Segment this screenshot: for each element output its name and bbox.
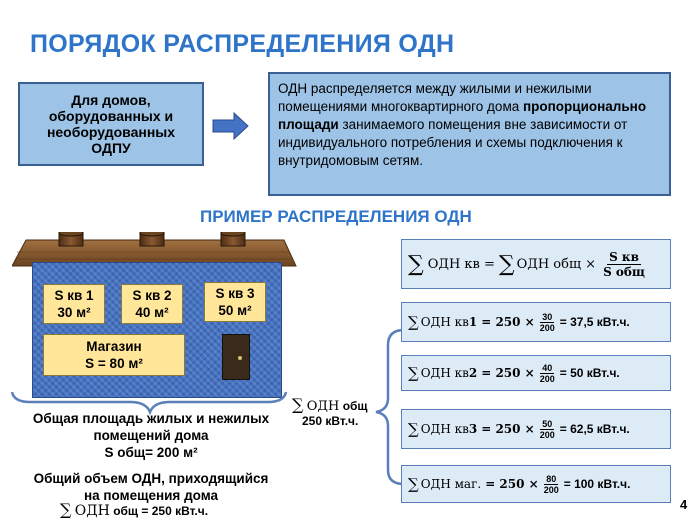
total-area-caption: Общая площадь жилых и нежилых помещений … — [20, 410, 282, 461]
calc-result: = 62,5 кВт.ч. — [559, 422, 630, 436]
calc-result: = 37,5 кВт.ч. — [559, 315, 630, 329]
calc-fraction: 30 200 — [538, 312, 557, 333]
odn-label: ОДН — [306, 399, 340, 414]
calc-eq: = 250 × — [481, 315, 535, 329]
calc-index: 1 — [468, 315, 478, 329]
total-volume-caption: Общий объем ОДН, приходящийся на помещен… — [20, 470, 282, 504]
page-title: ПОРЯДОК РАСПРЕДЕЛЕНИЯ ОДН — [30, 30, 455, 58]
odn-total-value: 250 кВт.ч. — [302, 414, 359, 428]
house-roof — [12, 232, 297, 267]
door-knob — [238, 356, 242, 360]
ODPU-condition-text: Для домов, оборудованных и необорудованн… — [46, 92, 176, 156]
fraction-numerator: 40 — [540, 362, 555, 374]
calc-shop: ∑ ОДН маг. = 250 × 80 200 = 100 кВт.ч. — [401, 465, 671, 503]
ODPU-condition-box: Для домов, оборудованных и необорудованн… — [18, 82, 204, 166]
odn-label: ОДН — [74, 503, 110, 519]
calc-fraction: 80 200 — [542, 474, 561, 495]
room-area: 40 м² — [135, 305, 169, 320]
sum-sign: ∑ — [408, 420, 419, 438]
fraction-numerator: S кв — [607, 249, 641, 265]
room-name: S кв 2 — [132, 288, 172, 303]
sum-sign: ∑ — [408, 313, 419, 331]
chimney-1 — [58, 232, 84, 247]
calc-result: = 50 кВт.ч. — [559, 366, 620, 380]
calc-fraction: 50 200 — [538, 419, 557, 440]
calc-eq: = 250 × — [481, 422, 535, 436]
room-name: S кв 1 — [54, 288, 94, 303]
distribution-rule-box: ОДН распределяется между жилыми и нежилы… — [268, 72, 671, 196]
room-area: 30 м² — [57, 305, 91, 320]
caption-line: Общая площадь жилых и нежилых — [32, 411, 270, 426]
area-fraction: S кв S общ — [601, 250, 647, 279]
calc-fraction: 40 200 — [538, 363, 557, 384]
sum-sign: ∑ — [292, 395, 304, 414]
caption-line: S общ= 200 м² — [104, 445, 198, 460]
caption-line: Общий объем ОДН, приходящийся — [33, 471, 269, 486]
sum-sign: ∑ — [408, 475, 419, 493]
calc-apartment-3: ∑ ОДН кв 3 = 250 × 50 200 = 62,5 кВт.ч. — [401, 409, 671, 449]
sum-sign: ∑ — [498, 251, 515, 277]
sum-sign: ∑ — [408, 364, 419, 382]
fraction-denominator: 200 — [539, 373, 555, 384]
example-subtitle: ПРИМЕР РАСПРЕДЕЛЕНИЯ ОДН — [200, 207, 472, 226]
caption-line: на помещения дома — [83, 488, 219, 503]
calc-label: ОДН кв — [420, 366, 469, 380]
fraction-denominator: 200 — [543, 484, 559, 495]
fraction-denominator: 200 — [539, 429, 555, 440]
fraction-numerator: 30 — [540, 311, 555, 323]
shop: Магазин S = 80 м² — [43, 334, 185, 376]
total-volume-value: ∑ ОДН общ = 250 кВт.ч. — [60, 500, 208, 519]
apartment-1: S кв 1 30 м² — [43, 284, 105, 324]
caption-line: помещений дома — [93, 428, 209, 443]
calc-result: = 100 кВт.ч. — [563, 477, 631, 491]
total-volume-text: общ = 250 кВт.ч. — [113, 504, 209, 518]
calc-label: ОДН кв — [420, 315, 469, 329]
door — [222, 334, 250, 380]
room-name: Магазин — [86, 339, 142, 354]
fraction-numerator: 50 — [540, 418, 555, 430]
rule-text-part2: занимаемого помещения вне зависимости от… — [278, 117, 628, 168]
odn-total-label: ∑ ОДН общ 250 кВт.ч. — [292, 397, 368, 429]
room-area: S = 80 м² — [85, 356, 143, 371]
calc-eq: = 250 × — [481, 366, 535, 380]
rule-text-part1: ОДН распределяется между жилыми и нежилы… — [278, 81, 592, 114]
formula-rhs: ОДН общ × — [516, 256, 597, 272]
fraction-denominator: S общ — [603, 264, 645, 279]
fraction-numerator: 80 — [544, 473, 559, 485]
calc-index: 3 — [468, 422, 478, 436]
general-formula: ∑ ОДН кв = ∑ ОДН общ × S кв S общ — [401, 239, 671, 289]
room-name: S кв 3 — [215, 286, 255, 301]
sum-sign: ∑ — [408, 251, 424, 277]
formula-lhs: ОДН кв = — [427, 256, 495, 272]
rule-text-bold: пропорционально площади — [278, 99, 647, 132]
sum-sign: ∑ — [60, 500, 72, 519]
calc-index: 2 — [468, 366, 478, 380]
fraction-denominator: 200 — [539, 322, 555, 333]
apartment-3: S кв 3 50 м² — [204, 282, 266, 322]
calc-apartment-1: ∑ ОДН кв 1 = 250 × 30 200 = 37,5 кВт.ч. — [401, 302, 671, 342]
calc-apartment-2: ∑ ОДН кв 2 = 250 × 40 200 = 50 кВт.ч. — [401, 355, 671, 391]
calc-label: ОДН кв — [420, 422, 469, 436]
calc-label: ОДН маг. — [420, 477, 482, 491]
room-area: 50 м² — [218, 303, 252, 318]
chimney-2 — [139, 232, 165, 247]
calc-eq: = 250 × — [485, 477, 539, 491]
odn-sub: общ — [342, 399, 368, 413]
right-arrow-icon — [212, 112, 249, 140]
chimney-3 — [220, 232, 246, 247]
page-number: 4 — [680, 497, 688, 512]
apartment-2: S кв 2 40 м² — [121, 284, 183, 324]
